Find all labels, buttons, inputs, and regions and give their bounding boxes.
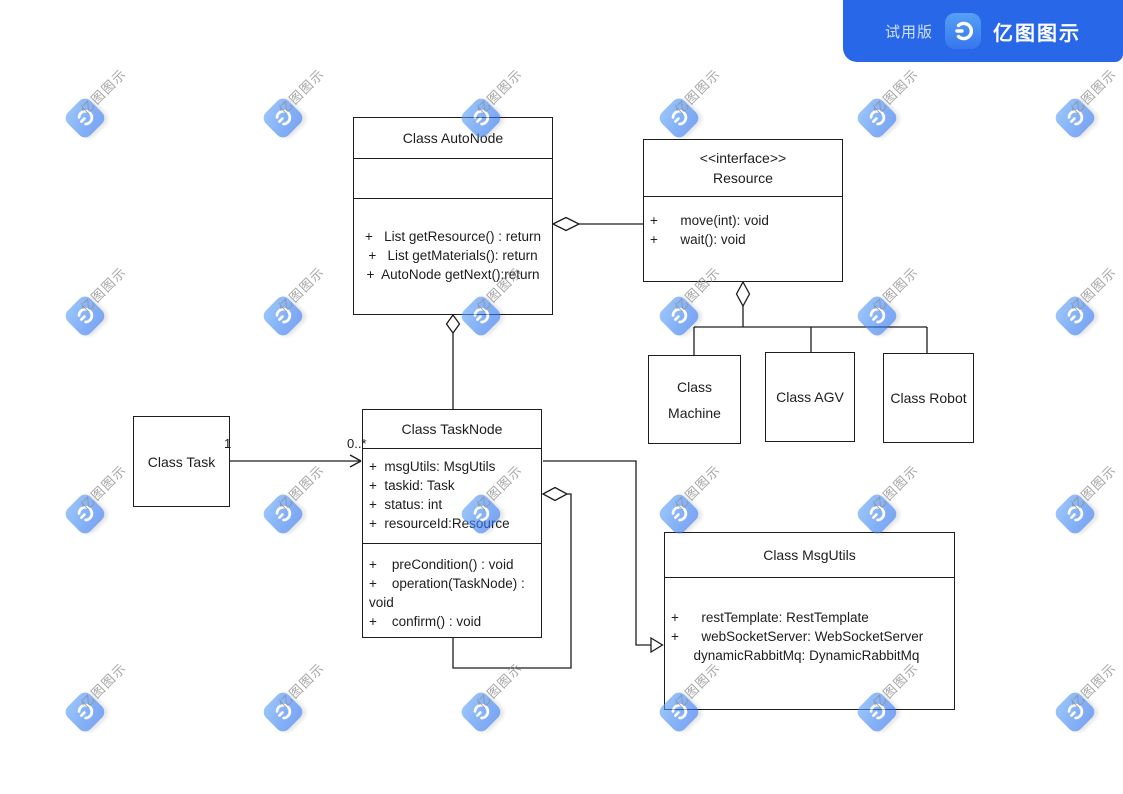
class-box-autonode[interactable]: Class AutoNode + List getResource() : re… xyxy=(353,117,553,315)
multiplicity-task-end: 1 xyxy=(224,436,232,451)
attribute-row: + status: int xyxy=(369,497,443,512)
class-box-agv[interactable]: Class AGV xyxy=(765,352,855,442)
class-box-msgutils[interactable]: Class MsgUtils + restTemplate: RestTempl… xyxy=(664,532,955,710)
class-box-robot[interactable]: Class Robot xyxy=(883,353,974,443)
class-box-machine[interactable]: Class Machine xyxy=(648,355,741,444)
class-title: Class Robot xyxy=(890,390,967,406)
methods-compartment: + preCondition() : void + operation(Task… xyxy=(363,544,541,636)
class-title: Class AGV xyxy=(776,389,844,405)
method-row: + AutoNode getNext():return xyxy=(366,267,540,282)
method-row: + operation(TaskNode) : void xyxy=(369,576,529,610)
methods-compartment: + move(int): void + wait(): void xyxy=(644,197,842,281)
class-name-label: Resource xyxy=(713,170,773,186)
connector-resource-implementations[interactable] xyxy=(693,280,928,355)
attribute-row: + resourceId:Resource xyxy=(369,516,510,531)
connector-autonode-tasknode[interactable] xyxy=(445,313,461,409)
class-box-resource[interactable]: <<interface>> Resource + move(int): void… xyxy=(643,139,843,282)
trial-version-label: 试用版 xyxy=(884,23,933,41)
attributes-compartment: + msgUtils: MsgUtils + taskid: Task + st… xyxy=(363,449,541,544)
connector-tasknode-self[interactable] xyxy=(452,486,572,669)
multiplicity-tasknode-end: 0..* xyxy=(347,436,367,451)
connector-task-tasknode[interactable] xyxy=(230,454,362,468)
method-row: + List getMaterials(): return xyxy=(368,248,538,263)
class-title: Class TaskNode xyxy=(363,410,541,449)
trial-badge[interactable]: 试用版 亿图图示 xyxy=(843,0,1123,62)
method-row: + List getResource() : return xyxy=(365,229,541,244)
class-title: <<interface>> Resource xyxy=(644,140,842,197)
edraw-logo-icon xyxy=(945,13,981,49)
method-row: + move(int): void xyxy=(650,213,769,228)
connector-autonode-resource[interactable] xyxy=(551,216,643,232)
attributes-compartment: + restTemplate: RestTemplate + webSocket… xyxy=(665,578,954,708)
connector-tasknode-msgutils[interactable] xyxy=(543,460,664,654)
class-title: Class MsgUtils xyxy=(665,533,954,578)
method-row: + preCondition() : void xyxy=(369,557,514,572)
method-row: + wait(): void xyxy=(650,232,746,247)
class-title: Class Machine xyxy=(668,378,721,421)
class-title: Class AutoNode xyxy=(354,118,552,159)
attribute-row: + restTemplate: RestTemplate xyxy=(671,610,869,625)
stereotype-label: <<interface>> xyxy=(699,150,787,166)
brand-name-label: 亿图图示 xyxy=(993,22,1081,45)
methods-compartment: + List getResource() : return + List get… xyxy=(354,199,552,312)
attribute-row: + taskid: Task xyxy=(369,478,455,493)
class-box-task[interactable]: Class Task xyxy=(133,416,230,507)
class-box-tasknode[interactable]: Class TaskNode + msgUtils: MsgUtils + ta… xyxy=(362,409,542,638)
method-row: + confirm() : void xyxy=(369,614,482,629)
attribute-row: dynamicRabbitMq: DynamicRabbitMq xyxy=(671,648,920,663)
attributes-compartment xyxy=(354,159,552,199)
class-title: Class Task xyxy=(147,453,216,470)
attribute-row: + msgUtils: MsgUtils xyxy=(369,459,496,474)
attribute-row: + webSocketServer: WebSocketServer xyxy=(671,629,924,644)
